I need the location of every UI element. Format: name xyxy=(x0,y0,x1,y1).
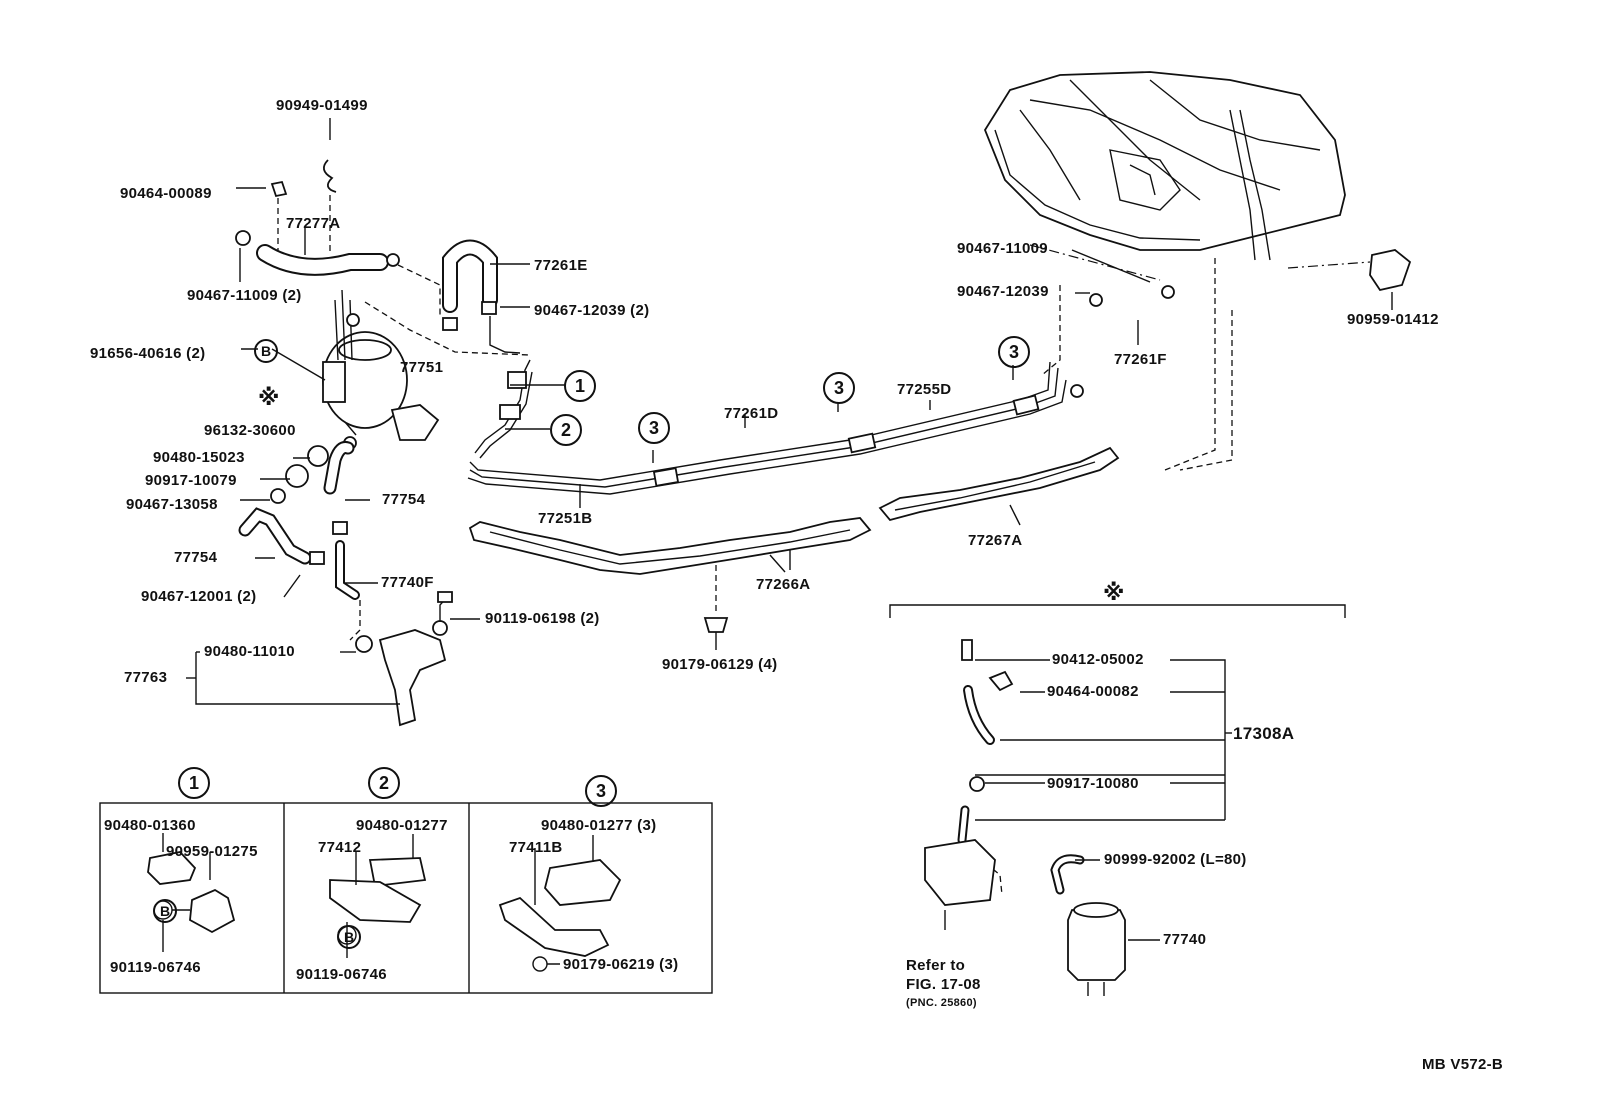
part-77751: 77751 xyxy=(400,359,444,376)
box1-number: 1 xyxy=(178,767,210,799)
box1-part-90480-01360: 90480-01360 xyxy=(104,817,196,834)
callout-2-main: 2 xyxy=(550,414,582,446)
part-90480-15023: 90480-15023 xyxy=(153,449,245,466)
part-77266a: 77266A xyxy=(756,576,811,593)
callout-1-main: 1 xyxy=(564,370,596,402)
canister-assembly xyxy=(322,289,440,450)
box3-number: 3 xyxy=(585,775,617,807)
part-90949-01499: 90949-01499 xyxy=(276,97,368,114)
part-77261f: 77261F xyxy=(1114,351,1167,368)
fuel-tank xyxy=(983,71,1346,261)
part-77255d: 77255D xyxy=(897,381,952,398)
callout-3-c: 3 xyxy=(998,336,1030,368)
box2-part-90480-01277: 90480-01277 xyxy=(356,817,448,834)
box3-part-77411b: 77411B xyxy=(509,839,563,856)
kit-part-90917-10080: 90917-10080 xyxy=(1047,775,1139,792)
exclusion-mark-kit: ※ xyxy=(1103,580,1125,605)
kit-part-90999-92002: 90999-92002 (L=80) xyxy=(1104,851,1247,868)
kit-part-77740: 77740 xyxy=(1163,931,1207,948)
box2-mark-b: B xyxy=(337,925,361,949)
part-77251b: 77251B xyxy=(538,510,593,527)
part-90467-13058: 90467-13058 xyxy=(126,496,218,513)
exclusion-mark-main: ※ xyxy=(258,385,280,410)
mark-b-callout: B xyxy=(254,339,278,363)
part-77261d: 77261D xyxy=(724,405,779,422)
box1-part-90959-01275: 90959-01275 xyxy=(166,843,258,860)
protector-rails xyxy=(468,446,1120,575)
part-91656-40616-2: 91656-40616 (2) xyxy=(90,345,206,362)
part-90959-01412: 90959-01412 xyxy=(1347,311,1439,328)
part-77740f: 77740F xyxy=(381,574,434,591)
part-77277a: 77277A xyxy=(286,215,341,232)
part-90179-06129-4: 90179-06129 (4) xyxy=(662,656,778,673)
part-90467-12039: 90467-12039 xyxy=(957,283,1049,300)
box2-part-77412: 77412 xyxy=(318,839,362,856)
bracket-90959-01412 xyxy=(1369,249,1412,292)
box1-part-90119-06746: 90119-06746 xyxy=(110,959,201,976)
kit-part-90412-05002: 90412-05002 xyxy=(1052,651,1144,668)
box2-number: 2 xyxy=(368,767,400,799)
box2-part-90119-06746: 90119-06746 xyxy=(296,966,387,983)
part-90467-12039-2: 90467-12039 (2) xyxy=(534,302,650,319)
part-90119-06198-2: 90119-06198 (2) xyxy=(485,610,600,627)
part-90464-00089: 90464-00089 xyxy=(120,185,212,202)
part-77754-lower: 77754 xyxy=(174,549,218,566)
part-77267a: 77267A xyxy=(968,532,1023,549)
refer-to-line1: Refer to xyxy=(906,957,966,974)
part-90467-11009-2: 90467-11009 (2) xyxy=(187,287,302,304)
part-77261e: 77261E xyxy=(534,257,588,274)
part-96132-30600: 96132-30600 xyxy=(204,422,296,439)
kit-part-90464-00082: 90464-00082 xyxy=(1047,683,1139,700)
part-90917-10079: 90917-10079 xyxy=(145,472,237,489)
box3-part-90179-06219-3: 90179-06219 (3) xyxy=(563,956,679,973)
fuel-tubes xyxy=(467,359,1067,495)
box1-mark-b: B xyxy=(153,899,177,923)
part-90467-12001-2: 90467-12001 (2) xyxy=(141,588,257,605)
part-77763: 77763 xyxy=(124,669,168,686)
callout-3-b: 3 xyxy=(823,372,855,404)
callout-3-a: 3 xyxy=(638,412,670,444)
refer-to-line3: (PNC. 25860) xyxy=(906,997,977,1009)
drawing-code: MB V572-B xyxy=(1422,1056,1504,1073)
part-77754-upper: 77754 xyxy=(382,491,426,508)
part-90480-11010: 90480-11010 xyxy=(204,643,295,660)
refer-to-line2: FIG. 17-08 xyxy=(906,976,981,993)
box3-part-90480-01277-3: 90480-01277 (3) xyxy=(541,817,657,834)
part-90467-11009: 90467-11009 xyxy=(957,240,1048,257)
kit-part-17308a: 17308A xyxy=(1233,724,1295,743)
